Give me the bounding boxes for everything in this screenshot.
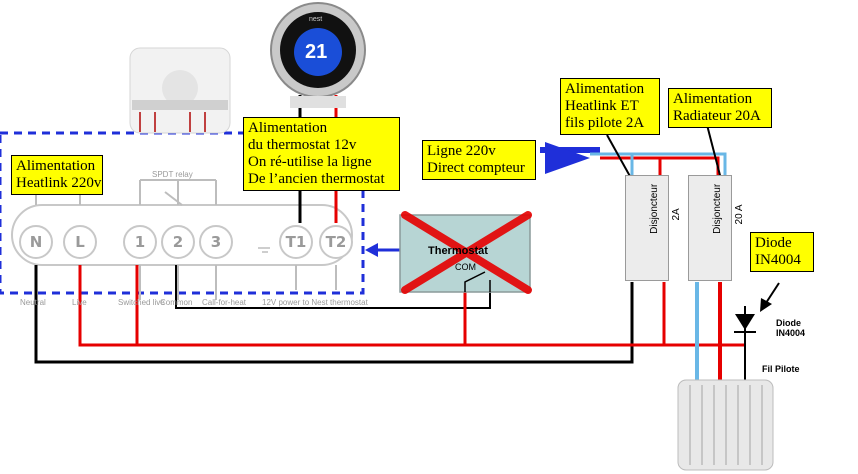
old-thermostat-label: Thermostat	[428, 245, 488, 257]
breaker-2a	[625, 175, 669, 281]
note-heatlink-220: Alimentation Heatlink 220v	[11, 155, 103, 195]
diode-symbol	[735, 314, 755, 330]
heatlink-device-wires	[139, 112, 206, 132]
relay-label: SPDT relay	[152, 170, 193, 179]
note-ligne-220: Ligne 220v Direct compteur	[422, 140, 536, 180]
live-label: Live	[72, 298, 87, 307]
common-wire	[175, 265, 491, 309]
neutral-wire	[34, 265, 634, 364]
live-wire-main	[78, 265, 745, 347]
heatlink-dashed-frame	[0, 131, 365, 295]
old-thermostat-contact	[464, 271, 491, 292]
old-thermostat-com: COM	[455, 262, 476, 272]
common-label: Common	[160, 298, 193, 307]
supply-arrowhead	[545, 142, 590, 174]
nest-device-display	[294, 28, 342, 76]
heatlink-device-connector	[132, 100, 228, 110]
terminal-l: L	[63, 225, 97, 259]
note-diode: Diode IN4004	[750, 232, 814, 272]
relay-contact	[164, 191, 183, 206]
supply-blue	[590, 152, 727, 175]
diode-part-label: Diode IN4004	[776, 318, 806, 338]
radiator	[677, 379, 774, 471]
arrowhead-diode	[760, 298, 772, 312]
note-heatlink-et: Alimentation Heatlink ET fils pilote 2A	[560, 78, 660, 135]
ground-symbol	[258, 247, 270, 253]
breaker-2a-label: Disjoncteur 2A	[649, 183, 682, 234]
breaker-20a-label: Disjoncteur 20 A	[712, 183, 745, 234]
terminal-3: 3	[199, 225, 233, 259]
nest-power-label: 12V power to Nest thermostat	[262, 298, 368, 307]
note-thermostat-12v: Alimentation du thermostat 12v On ré-uti…	[243, 117, 400, 191]
neutral-label: Neutral	[20, 298, 46, 307]
heatlink-device-button	[162, 70, 198, 106]
blue-arrowhead	[365, 243, 378, 257]
terminal-t2: T2	[319, 225, 353, 259]
fil-pilote-label: Fil Pilote	[762, 364, 800, 374]
note-radiateur: Alimentation Radiateur 20A	[668, 88, 772, 128]
terminal-1: 1	[123, 225, 157, 259]
terminal-n: N	[19, 225, 53, 259]
nest-temperature: 21	[305, 41, 328, 63]
terminal-t1: T1	[279, 225, 313, 259]
switched-live-label: Switched live	[118, 298, 165, 307]
terminal-2: 2	[161, 225, 195, 259]
arrow-to-20a	[705, 120, 723, 184]
call-for-heat-label: Call-for-heat	[202, 298, 247, 307]
breaker-20a	[688, 175, 732, 281]
nest-device-base	[290, 96, 346, 108]
cross-out-mark	[401, 211, 532, 294]
nest-brand: nest	[309, 16, 323, 23]
